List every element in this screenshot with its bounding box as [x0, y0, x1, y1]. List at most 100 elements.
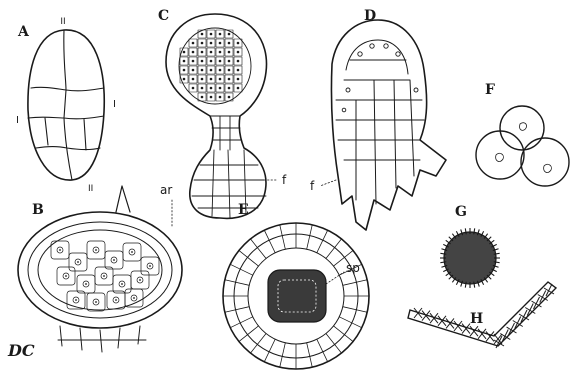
radial-wall [225, 307, 249, 313]
panel-a-mark-top: II [60, 17, 65, 27]
panel-b-neck [116, 186, 130, 212]
cell-nucleus [219, 60, 222, 63]
nucleolus [133, 297, 135, 299]
cell-nucleus [219, 42, 222, 45]
cell-nucleus [183, 69, 186, 72]
cell-nucleus [210, 87, 213, 90]
cell-nucleus [237, 87, 240, 90]
radial-wall [239, 250, 259, 266]
panel-a: A II I I II [16, 17, 116, 194]
panel-b-cells [51, 241, 159, 311]
cell-nucleus [237, 51, 240, 54]
panel-b-inner-wall [28, 222, 172, 318]
panel-h: H [408, 282, 556, 348]
nucleolus [75, 299, 77, 301]
cell-nucleus [183, 78, 186, 81]
cell-nucleus [219, 69, 222, 72]
panel-b-spore-chamber [38, 230, 162, 310]
cell-nucleus [201, 60, 204, 63]
panel-e-sporogenous-tissue [268, 270, 326, 322]
cell-nucleus [228, 42, 231, 45]
radial-wall [239, 326, 259, 342]
panel-a-mark-bottom: II [88, 184, 93, 194]
panel-c-cells [180, 30, 242, 101]
cell-nucleus [201, 96, 204, 99]
cell-nucleus [192, 87, 195, 90]
cell-nucleus [201, 69, 204, 72]
cell-nucleus [201, 78, 204, 81]
panel-d-walls [336, 40, 424, 204]
cell-nucleus [237, 60, 240, 63]
radial-wall [280, 343, 286, 367]
cell-nucleus [210, 33, 213, 36]
panel-f: F [476, 82, 569, 186]
nucleolus [95, 301, 97, 303]
panel-a-mark-left: I [16, 115, 19, 126]
panel-c-stalk-walls [192, 116, 266, 218]
panel-b: B ar [18, 183, 182, 352]
panel-g-label: G [455, 204, 467, 220]
panel-c-label: C [158, 8, 169, 24]
panel-e-pointer [326, 272, 344, 284]
panel-g: G [440, 204, 500, 288]
cell-nucleus [237, 42, 240, 45]
panel-b-base [58, 326, 146, 352]
cell-nucleus [192, 78, 195, 81]
cell-nucleus [201, 42, 204, 45]
panel-c: C f [158, 8, 287, 218]
cell-nucleus [210, 60, 213, 63]
panel-f-label: F [485, 82, 495, 98]
cell-nucleus [219, 78, 222, 81]
panel-a-label: A [17, 24, 30, 40]
panel-f-cell-top [500, 106, 544, 150]
radial-wall [334, 326, 354, 342]
nucleolus [149, 265, 151, 267]
cell-nucleus [210, 51, 213, 54]
cell-nucleus [228, 33, 231, 36]
radial-wall [343, 307, 367, 313]
nucleolus [95, 249, 97, 251]
nucleolus [59, 249, 61, 251]
panel-h-label: H [470, 311, 483, 327]
nucleolus [131, 251, 133, 253]
cell-nucleus [192, 42, 195, 45]
cell-nucleus [201, 33, 204, 36]
nucleolus [139, 279, 141, 281]
cell-nucleus [228, 69, 231, 72]
panel-a-outline [28, 30, 104, 180]
cell-nucleus [228, 78, 231, 81]
radial-wall [307, 225, 313, 249]
panel-f-cell-left [476, 131, 524, 179]
cell-nucleus [219, 33, 222, 36]
cell-nucleus [183, 51, 186, 54]
cell-nucleus [210, 42, 213, 45]
cell-nucleus [210, 78, 213, 81]
radial-wall [307, 343, 313, 367]
nucleolus [65, 275, 67, 277]
panel-d-nuclei [342, 44, 418, 112]
artist-signature: DC [7, 341, 35, 360]
panel-a-mark-right: I [113, 99, 116, 110]
radial-wall [326, 334, 342, 354]
radial-wall [225, 280, 249, 286]
cell-nucleus [201, 51, 204, 54]
cell-nucleus [219, 87, 222, 90]
panel-b-label: B [32, 202, 44, 218]
cell-nucleus [228, 60, 231, 63]
cell-nucleus [210, 96, 213, 99]
panel-e-label: E [238, 202, 249, 218]
radial-wall [250, 334, 266, 354]
cell-nucleus [192, 69, 195, 72]
nucleolus [113, 259, 115, 261]
panel-e-annotation: sp [346, 261, 360, 275]
panel-d-outline [331, 20, 446, 230]
panel-b-annotation: ar [160, 183, 172, 197]
panel-d: D f [310, 8, 446, 230]
radial-wall [326, 239, 342, 259]
panel-c-annotation: f [282, 173, 287, 187]
cell-nucleus [201, 87, 204, 90]
cell-nucleus [183, 60, 186, 63]
nucleolus [115, 299, 117, 301]
panel-d-pointer [320, 180, 336, 186]
